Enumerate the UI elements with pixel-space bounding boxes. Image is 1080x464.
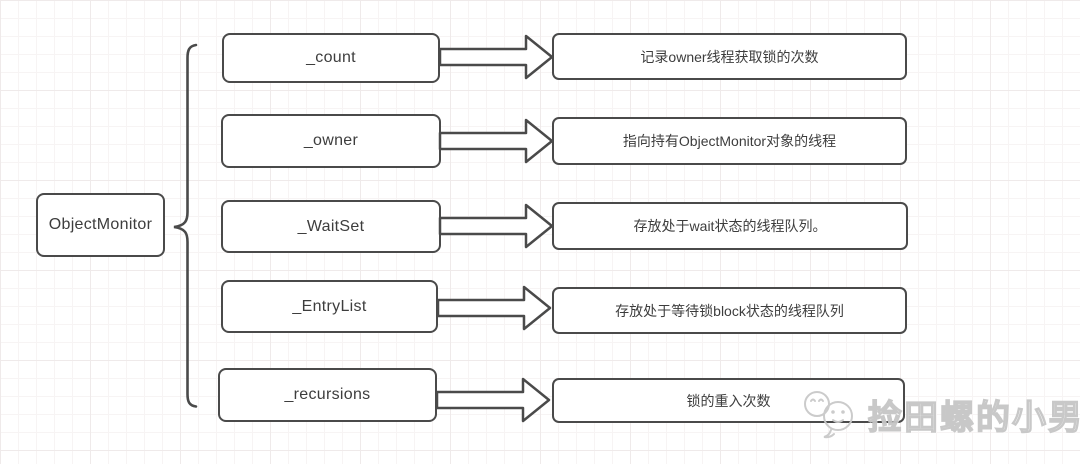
watermark: 捡田螺的小男孩 xyxy=(800,388,1080,440)
field-box-waitset: _WaitSet xyxy=(221,200,441,253)
right-arrow-icon xyxy=(438,34,554,80)
desc-box-entrylist: 存放处于等待锁block状态的线程队列 xyxy=(552,287,907,334)
watermark-faces-icon xyxy=(804,391,853,439)
object-monitor-node: ObjectMonitor xyxy=(36,193,165,257)
field-box-entrylist: _EntryList xyxy=(221,280,438,333)
field-box-recursions: _recursions xyxy=(218,368,437,422)
right-arrow-icon xyxy=(438,203,554,249)
desc-box-waitset: 存放处于wait状态的线程队列。 xyxy=(552,202,908,250)
desc-box-count: 记录owner线程获取锁的次数 xyxy=(552,33,907,80)
right-arrow-icon xyxy=(435,377,551,423)
right-arrow-icon xyxy=(438,118,554,164)
watermark-text: 捡田螺的小男孩 xyxy=(867,397,1080,438)
field-box-count: _count xyxy=(222,33,440,83)
right-arrow-icon xyxy=(436,285,552,331)
desc-box-owner: 指向持有ObjectMonitor对象的线程 xyxy=(552,117,907,165)
field-box-owner: _owner xyxy=(221,114,441,168)
desc-box-recursions: 锁的重入次数 xyxy=(552,378,905,423)
